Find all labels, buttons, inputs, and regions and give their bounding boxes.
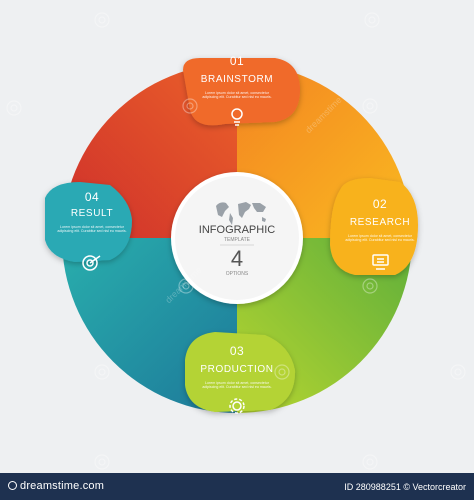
- step-number: 04: [84, 190, 100, 204]
- tab-result: [45, 182, 132, 262]
- target-icon: [82, 255, 101, 271]
- diagram-canvas: [6, 12, 466, 470]
- segment-brainstorm: [62, 63, 237, 238]
- step-description: Lorem ipsum dolor sit amet, consectetur …: [202, 91, 272, 100]
- step-result: 04 RESULT Lorem ipsum dolor sit amet, co…: [42, 190, 142, 234]
- step-description: Lorem ipsum dolor sit amet, consectetur …: [202, 381, 272, 390]
- segment-production: [237, 238, 412, 413]
- step-research: 02 RESEARCH Lorem ipsum dolor sit amet, …: [330, 197, 430, 243]
- tab-research: [330, 178, 418, 275]
- step-title: PRODUCTION: [200, 364, 274, 375]
- watermark-marks: [6, 12, 466, 470]
- center-subtitle: TEMPLATE: [223, 237, 251, 243]
- gear-icon: [229, 398, 245, 414]
- logo-icon: [8, 481, 17, 490]
- step-number: 03: [229, 344, 245, 358]
- step-description: Lorem ipsum dolor sit amet, consectetur …: [57, 225, 127, 234]
- segment-result: [62, 238, 237, 413]
- tab-brainstorm: [183, 58, 300, 126]
- step-description: Lorem ipsum dolor sit amet, consectetur …: [345, 234, 415, 243]
- logo-text: dreamstime.com: [20, 480, 105, 492]
- step-production: 03 PRODUCTION Lorem ipsum dolor sit amet…: [187, 344, 287, 390]
- center-number: 4: [230, 246, 244, 271]
- center-caption: OPTIONS: [225, 271, 249, 277]
- step-number: 01: [229, 54, 245, 68]
- image-id: ID 280988251 © Vectorcreator: [344, 482, 466, 492]
- step-number: 02: [372, 197, 388, 211]
- dreamstime-logo[interactable]: dreamstime.com: [8, 480, 104, 492]
- step-title: BRAINSTORM: [200, 74, 274, 85]
- step-title: RESULT: [70, 208, 114, 219]
- step-title: RESEARCH: [349, 217, 411, 228]
- monitor-icon: [372, 254, 389, 270]
- world-map-icon: [216, 202, 266, 225]
- tab-production: [185, 332, 296, 412]
- footer-bar: dreamstime.com ID 280988251 © Vectorcrea…: [0, 473, 474, 500]
- infographic-diagram: 01 BRAINSTORM Lorem ipsum dolor sit amet…: [6, 12, 466, 470]
- lightbulb-icon: [231, 108, 243, 126]
- center-title: INFOGRAPHIC: [198, 224, 276, 236]
- segment-research: [237, 63, 412, 238]
- step-brainstorm: 01 BRAINSTORM Lorem ipsum dolor sit amet…: [187, 54, 287, 100]
